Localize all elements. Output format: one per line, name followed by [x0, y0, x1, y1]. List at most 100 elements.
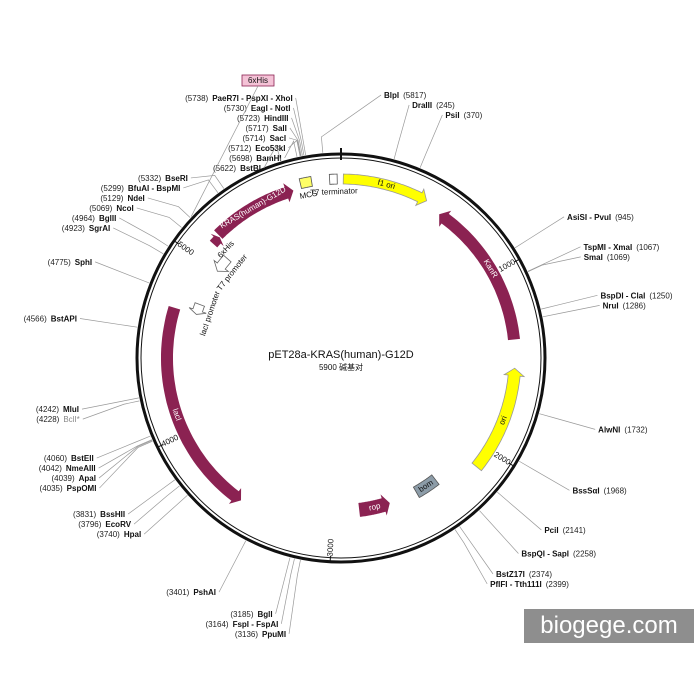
site-name: NmeAIII	[66, 464, 96, 473]
site-bsss-i[interactable]: BssSαI(1968)	[519, 460, 627, 495]
site-smai[interactable]: SmaI(1069)	[527, 253, 631, 272]
site-position: (4566)	[24, 315, 47, 324]
site-position: (3401)	[166, 588, 189, 597]
site-leader	[98, 439, 153, 479]
feature-laci-promoter[interactable]: lacI promoter	[188, 290, 222, 337]
site-text: (4060)BstEII	[44, 454, 94, 463]
site-text: (3185)BglI	[230, 610, 272, 619]
site-hindiii[interactable]: (5723)HindIII	[237, 114, 303, 156]
site-bglii[interactable]: (4964)BglII	[72, 214, 169, 247]
site-bstbi[interactable]: (5622)BstBI	[213, 144, 282, 173]
site-position: (5817)	[403, 91, 426, 100]
site-name: PciI	[544, 526, 558, 535]
tick-mark	[174, 240, 180, 245]
site-fspi-fspai[interactable]: (3164)FspI - FspAI	[205, 558, 295, 629]
site-psii[interactable]: PsiI(370)	[419, 111, 483, 168]
site-sphi[interactable]: (4775)SphI	[48, 258, 150, 284]
site-text: (5622)BstBI	[213, 164, 261, 173]
site-leader	[143, 495, 188, 535]
site-text: BlpI(5817)	[384, 91, 427, 100]
site-pspomi[interactable]: (4035)PspOMI	[40, 440, 153, 493]
feature-laci[interactable]: lacI	[161, 306, 242, 504]
site-name: BglII	[99, 214, 116, 223]
site-tspmi-xmai[interactable]: TspMI - XmaI(1067)	[527, 243, 660, 272]
site-position: (2399)	[546, 580, 569, 589]
site-leader	[190, 175, 225, 189]
site-name: BclI*	[63, 415, 79, 424]
site-pcii[interactable]: PciI(2141)	[497, 491, 586, 535]
feature-f1-ori[interactable]: f1 ori	[342, 173, 428, 207]
site-text: (4039)ApaI	[52, 474, 96, 483]
site-name: SacI	[270, 134, 286, 143]
site-asisi-pvui[interactable]: AsiSI - PvuI(945)	[514, 213, 634, 249]
site-mlui[interactable]: (4242)MluI	[36, 397, 139, 414]
site-position: (4775)	[48, 258, 71, 267]
site-bsshii[interactable]: (3831)BssHII	[73, 479, 176, 519]
feature-ori[interactable]: ori	[471, 367, 526, 472]
site-bspdi-clai[interactable]: BspDI - ClaI(1250)	[541, 291, 673, 310]
site-position: (3185)	[230, 610, 253, 619]
site-leader	[263, 144, 282, 169]
site-ndei[interactable]: (5129)NdeI	[100, 194, 191, 218]
feature-t7-terminator[interactable]: T7 terminator	[310, 173, 358, 197]
site-paer7i-pspxi-xhoi[interactable]: (5738)PaeR7I - PspXI - XhoI	[185, 94, 306, 156]
site-text: (4775)SphI	[48, 258, 92, 267]
site-ecorv[interactable]: (3796)EcoRV	[78, 485, 180, 529]
site-text: (5332)BseRI	[138, 174, 188, 183]
tick-mark	[513, 259, 519, 263]
site-position: (1069)	[607, 253, 630, 262]
site-bspqi-sapi[interactable]: BspQI - SapI(2258)	[479, 510, 596, 559]
site-bstapi[interactable]: (4566)BstAPI	[24, 315, 138, 328]
site-saci[interactable]: (5714)SacI	[242, 134, 301, 157]
site-text: (3831)BssHII	[73, 510, 125, 519]
site-nrui[interactable]: NruI(1286)	[542, 301, 646, 318]
feature-label: ori	[497, 414, 509, 426]
site-bstz17i[interactable]: BstZ17I(2374)	[459, 526, 553, 579]
site-nmeaiii[interactable]: (4042)NmeAIII	[39, 439, 153, 473]
feature-bom[interactable]: bom	[412, 474, 440, 499]
site-position: (5723)	[237, 114, 260, 123]
site-blpi[interactable]: BlpI(5817)	[321, 91, 427, 153]
feature-shape	[298, 176, 313, 189]
site-name: SalI	[273, 124, 287, 133]
site-position: (5730)	[224, 104, 247, 113]
site-text: (4042)NmeAIII	[39, 464, 96, 473]
site-bgli[interactable]: (3185)BglI	[230, 557, 291, 619]
tag-6xhis-top[interactable]: 6xHis	[190, 74, 275, 217]
site-sali[interactable]: (5717)SalI	[246, 124, 302, 156]
feature-kras-human-g12d[interactable]: KRAS(human)-G12D	[214, 183, 294, 239]
site-leader	[288, 559, 301, 634]
site-text: (5712)Eco53kI	[228, 144, 285, 153]
feature-mcs[interactable]: MCS	[298, 176, 318, 201]
site-sgrai[interactable]: (4923)SgrAI	[62, 224, 164, 255]
site-bseri[interactable]: (5332)BseRI	[138, 174, 225, 189]
site-name: BssHII	[100, 510, 125, 519]
site-bsteii[interactable]: (4060)BstEII	[44, 435, 151, 463]
site-bfuai-bspmi[interactable]: (5299)BfuAI - BspMI	[101, 179, 219, 193]
site-text: (4242)MluI	[36, 405, 79, 414]
feature-kanr[interactable]: KanR	[439, 210, 520, 341]
site-bcli-[interactable]: (4228) BclI*	[36, 400, 140, 424]
site-ppumi[interactable]: (3136)PpuMI	[235, 559, 301, 639]
site-alwni[interactable]: AlwNI(1732)	[539, 413, 648, 435]
feature-label: f1 ori	[377, 178, 397, 191]
site-eagi-noti[interactable]: (5730)EagI - NotI	[224, 104, 305, 156]
site-position: (5738)	[185, 94, 208, 103]
site-text: (4923)SgrAI	[62, 224, 110, 233]
site-draiii[interactable]: DraIII(245)	[393, 101, 455, 160]
restriction-sites: (5738)PaeR7I - PspXI - XhoI(5730)EagI - …	[24, 91, 673, 639]
site-position: (3164)	[205, 620, 228, 629]
site-hpai[interactable]: (3740)HpaI	[97, 495, 188, 539]
site-pflfi-tth111i[interactable]: PflFI - Tth111I(2399)	[454, 529, 569, 589]
feature-rop[interactable]: rop	[358, 494, 390, 517]
site-pshai[interactable]: (3401)PshAI	[166, 540, 247, 597]
site-text: (3796)EcoRV	[78, 520, 131, 529]
site-position: (4228)	[36, 415, 59, 424]
site-text: (5069)NcoI	[89, 204, 133, 213]
site-name: PsiI	[445, 111, 459, 120]
site-apai[interactable]: (4039)ApaI	[52, 439, 153, 483]
site-ncoi[interactable]: (5069)NcoI	[89, 204, 182, 228]
site-text: SmaI(1069)	[584, 253, 631, 262]
site-leader	[393, 104, 410, 160]
site-text: (5717)SalI	[246, 124, 287, 133]
